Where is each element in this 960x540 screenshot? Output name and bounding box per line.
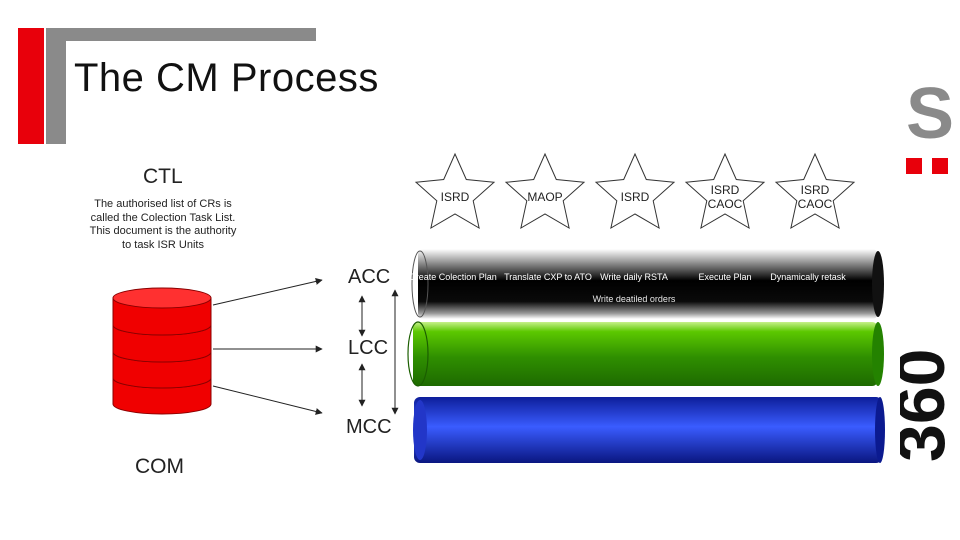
star-label-maop: MAOP	[527, 190, 563, 204]
slide-title: The CM Process	[74, 56, 379, 100]
star-icon	[594, 152, 676, 230]
step-create-collection-plan: Create Colection Plan	[409, 272, 497, 282]
level-mcc-label: MCC	[346, 416, 392, 438]
corner-accent-gray-horizontal	[46, 28, 316, 41]
logo-360-s-icon: S 360	[900, 80, 959, 462]
svg-text:360: 360	[900, 349, 959, 462]
ctl-description: The authorised list of CRs is called the…	[89, 198, 237, 251]
acc-bar	[411, 249, 884, 319]
corner-accent-red	[18, 28, 44, 144]
step-translate-cxp: Translate CXP to ATO	[504, 272, 592, 282]
svg-text:S: S	[906, 80, 954, 154]
star-icon	[684, 152, 766, 230]
level-lcc-label: LCC	[348, 337, 389, 359]
com-label: COM	[135, 455, 184, 478]
arrow-to-mcc	[212, 385, 323, 415]
star-label-isrd: ISRD	[620, 190, 650, 204]
ctl-label: CTL	[143, 165, 183, 188]
database-icon	[112, 287, 212, 415]
step-execute-plan: Execute Plan	[698, 272, 752, 282]
star-icon	[774, 152, 856, 230]
star-icon	[414, 152, 496, 230]
arrow-to-acc	[212, 277, 323, 306]
step-dynamically-retask: Dynamically retask	[770, 272, 846, 282]
step-write-daily-rsta: Write daily RSTA	[600, 272, 668, 282]
step-write-detailed-orders: Write deatiled orders	[592, 294, 676, 304]
mcc-bar	[413, 397, 885, 463]
star-label-isrd-caoc: ISRD CAOC	[797, 183, 833, 211]
star-label-isrd-caoc: ISRD CAOC	[707, 183, 743, 211]
lcc-bar	[407, 321, 884, 387]
star-icon	[504, 152, 586, 230]
level-acc-label: ACC	[348, 266, 391, 288]
corner-accent-gray-vertical	[46, 28, 66, 144]
star-label-isrd: ISRD	[440, 190, 470, 204]
